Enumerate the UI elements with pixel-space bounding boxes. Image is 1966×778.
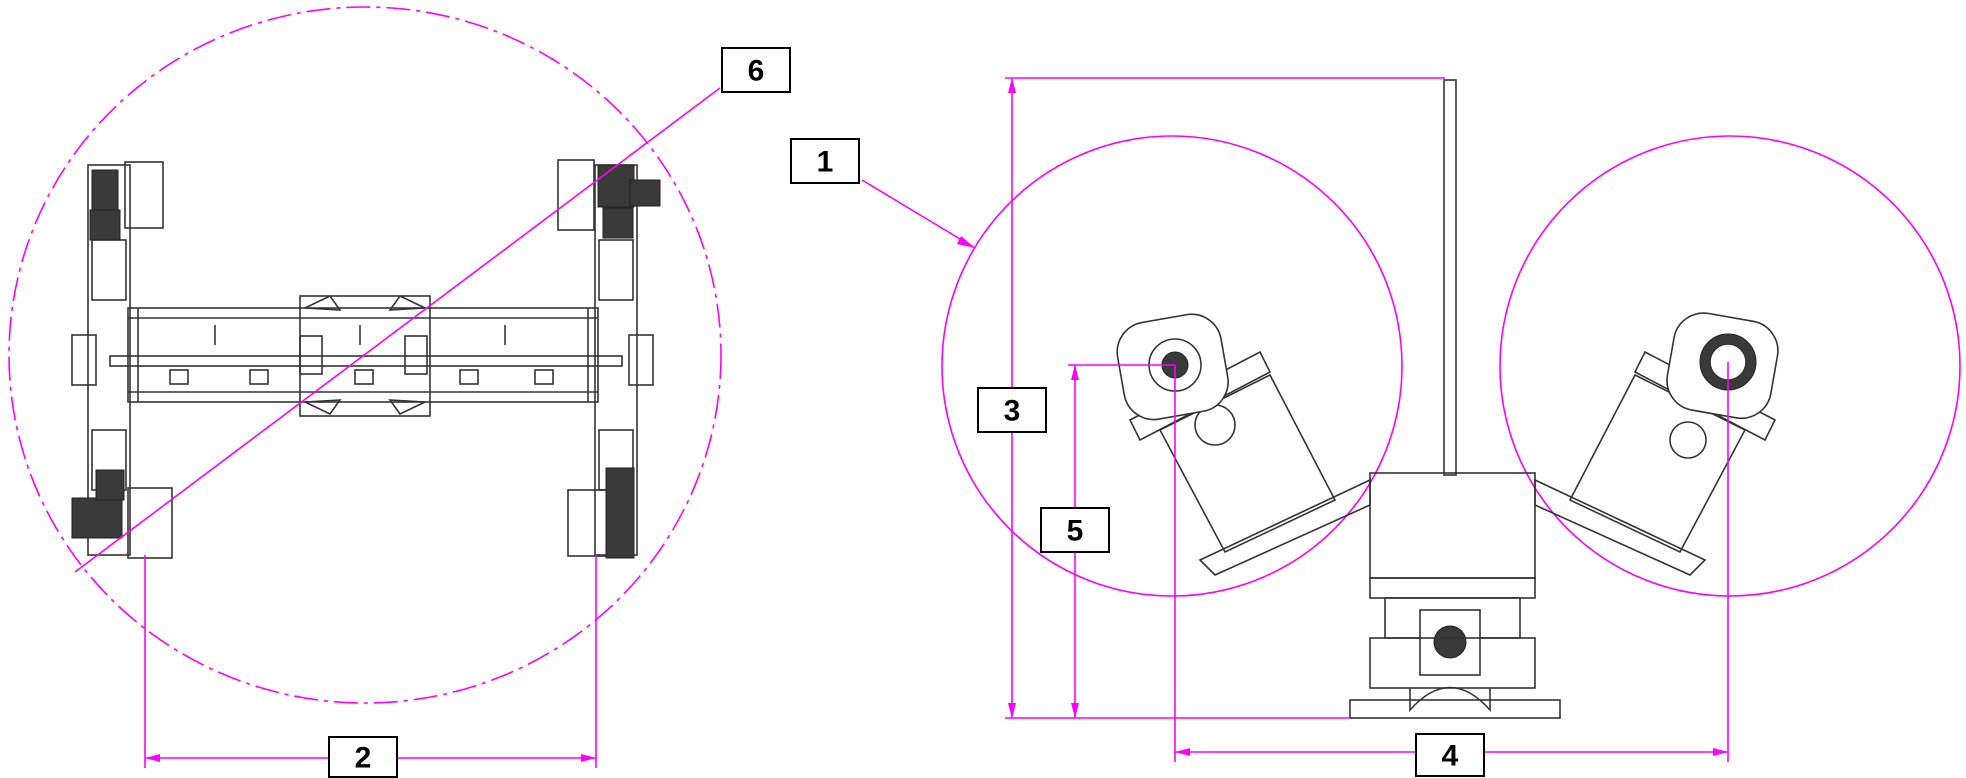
label-1: 1 xyxy=(790,138,860,184)
center-body xyxy=(1349,472,1561,719)
reach-circle-top-view xyxy=(8,6,722,704)
reach-circle-left xyxy=(941,135,1403,597)
reach-circle-right xyxy=(1499,135,1961,597)
label-5: 5 xyxy=(1040,507,1110,553)
leader-line-1 xyxy=(861,179,976,249)
label-1-text: 1 xyxy=(817,146,834,179)
label-2-text: 2 xyxy=(355,742,372,775)
mast xyxy=(1443,79,1457,476)
left-column xyxy=(71,161,173,559)
diagonal-dimension-line xyxy=(74,87,721,573)
label-4-text: 4 xyxy=(1442,740,1459,773)
label-3-text: 3 xyxy=(1004,395,1021,428)
dimension-4 xyxy=(1174,362,1729,762)
front-view xyxy=(861,77,1961,762)
right-column xyxy=(557,159,661,559)
label-3: 3 xyxy=(977,387,1047,433)
label-6-text: 6 xyxy=(748,55,765,88)
label-4: 4 xyxy=(1415,733,1485,777)
left-arm xyxy=(1116,313,1371,576)
label-5-text: 5 xyxy=(1067,515,1084,548)
top-view xyxy=(8,6,722,768)
right-arm xyxy=(1534,312,1779,576)
label-2: 2 xyxy=(328,736,398,778)
label-6: 6 xyxy=(721,47,791,93)
beam-assembly xyxy=(109,294,623,417)
